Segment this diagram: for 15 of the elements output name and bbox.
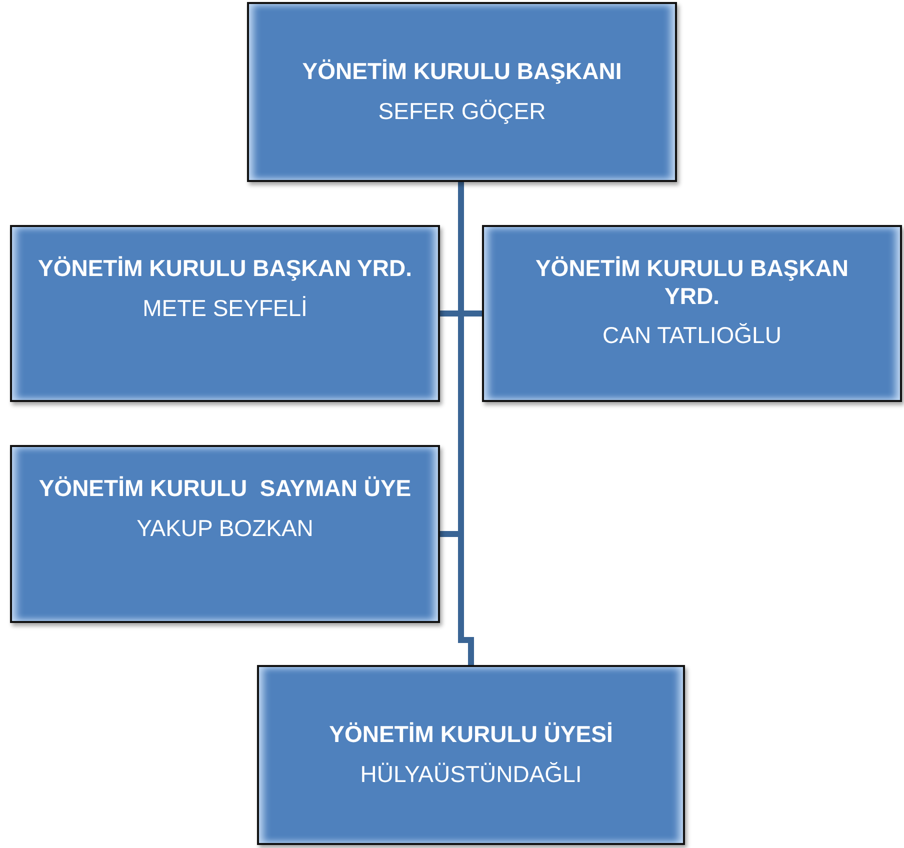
position-box [10, 445, 440, 623]
person-name: YAKUP BOZKAN [136, 514, 314, 542]
position-title: YÖNETİM KURULU BAŞKAN YRD. [38, 255, 412, 283]
position-title: YÖNETİM KURULU ÜYESİ [329, 721, 613, 749]
person-name: METE SEYFELİ [142, 294, 308, 322]
person-name: HÜLYAÜSTÜNDAĞLI [360, 761, 582, 789]
person-name: SEFER GÖÇER [378, 98, 546, 126]
position-title: YÖNETİM KURULU SAYMAN ÜYE [38, 475, 412, 503]
person-name: CAN TATLIOĞLU [602, 322, 782, 350]
position-title: YÖNETİM KURULU BAŞKANI [302, 58, 622, 86]
position-box [482, 225, 902, 402]
position-box [10, 225, 440, 402]
position-title: YÖNETİM KURULU BAŞKAN YRD. [534, 255, 850, 310]
position-box [247, 2, 677, 182]
position-box [257, 665, 685, 845]
